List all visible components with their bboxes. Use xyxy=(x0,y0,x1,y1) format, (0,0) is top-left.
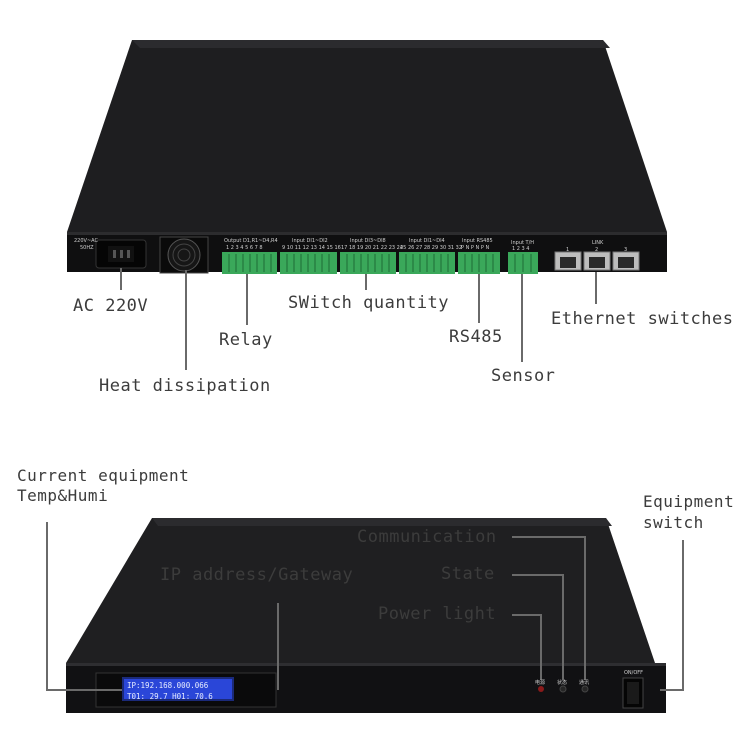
port-3-number: 3 xyxy=(624,247,628,253)
lcd-line-1: IP:192.168.000.066 xyxy=(127,681,209,690)
terminal-blocks xyxy=(222,252,538,274)
lcd-line-2: T01: 29.7 H01: 70.6 xyxy=(127,692,213,701)
label-relay: Relay xyxy=(219,330,273,350)
label-current-equipment: Current equipment xyxy=(17,466,190,485)
label-sensor: Sensor xyxy=(491,366,556,386)
input3-header: Input DI1~DI4 xyxy=(409,238,445,244)
label-state: State xyxy=(441,564,495,584)
rs485-numbers: P N P N P N xyxy=(461,245,490,251)
label-ac-220v: AC 220V xyxy=(73,296,149,316)
label-equipment: Equipment xyxy=(643,492,735,511)
hz-text: 50HZ xyxy=(80,245,94,251)
label-ethernet-switches: Ethernet switches xyxy=(551,309,734,329)
label-communication: Communication xyxy=(357,527,497,547)
output-numbers: 1 2 3 4 5 6 7 8 xyxy=(226,245,263,251)
label-heat-dissipation: Heat dissipation xyxy=(99,376,271,396)
link-text: LINK xyxy=(592,240,604,246)
input2-header: Input DI3~DI8 xyxy=(350,238,386,244)
port-2-number: 2 xyxy=(595,247,599,253)
label-ip-gateway: IP address/Gateway xyxy=(160,565,354,585)
label-rs485: RS485 xyxy=(449,327,503,347)
state-led-label: 状态 xyxy=(557,680,568,686)
label-switch-quantity: SWitch quantity xyxy=(288,293,450,313)
th-header: Input T/H xyxy=(511,240,535,246)
th-numbers: 1 2 3 4 xyxy=(512,246,530,252)
ethernet-ports xyxy=(554,251,640,271)
rs485-header: Input RS485 xyxy=(462,238,493,244)
port-1-number: 1 xyxy=(566,247,570,253)
power-led xyxy=(538,686,544,692)
power-led-label: 电源 xyxy=(535,680,546,686)
bottom-device-lid xyxy=(66,518,655,663)
lcd-display: IP:192.168.000.066 T01: 29.7 H01: 70.6 xyxy=(122,677,234,701)
onoff-label: ON/OFF xyxy=(624,670,644,676)
communication-led-label: 通讯 xyxy=(579,680,590,686)
power-input-text: 220V~AC xyxy=(74,238,98,244)
label-temp-humi: Temp&Humi xyxy=(17,486,109,505)
label-switch: switch xyxy=(643,513,704,532)
top-device-lid xyxy=(67,40,667,232)
input2-numbers: 17 18 19 20 21 22 23 24 xyxy=(341,245,404,251)
input1-header: Input DI1~DI2 xyxy=(292,238,328,244)
label-power-light: Power light xyxy=(378,604,497,624)
communication-led xyxy=(581,685,589,693)
state-led xyxy=(559,685,567,693)
output-header: Output D1,R1~D4,R4 xyxy=(224,238,278,244)
fan-vent xyxy=(159,236,209,274)
input1-numbers: 9 10 11 12 13 14 15 16 xyxy=(282,245,341,251)
input3-numbers: 25 26 27 28 29 30 31 32 xyxy=(400,245,463,251)
